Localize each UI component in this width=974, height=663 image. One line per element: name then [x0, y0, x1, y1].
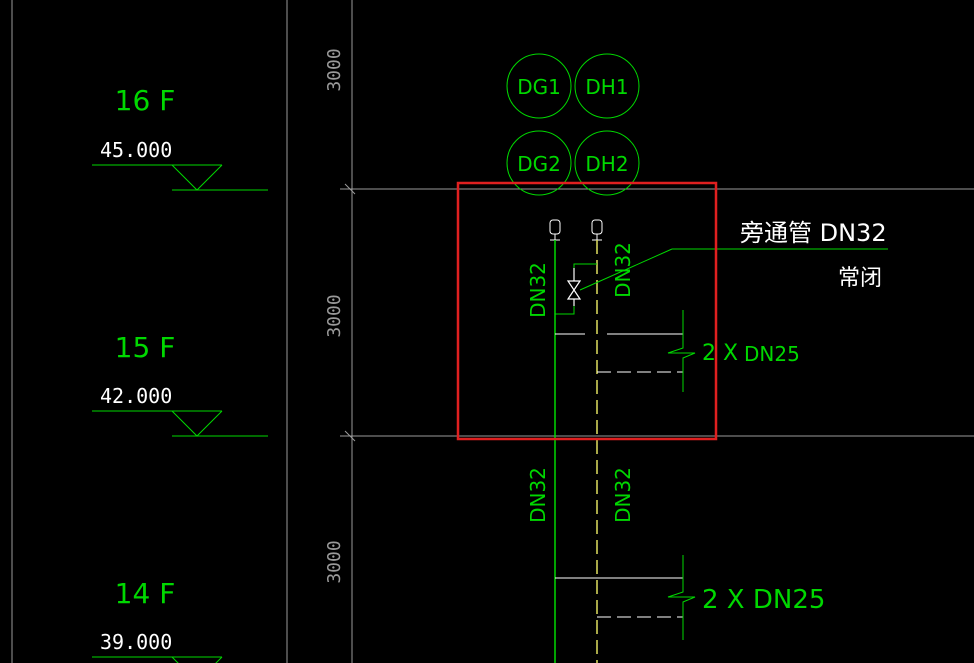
dimension-tick	[344, 430, 356, 442]
air-vent-icon	[591, 219, 603, 241]
elevation-value: 39.000	[100, 630, 172, 654]
pipe-size-label: DN32	[526, 467, 550, 523]
air-vent-icon	[549, 219, 561, 241]
pipe-size-label: DN32	[611, 242, 635, 298]
branch-label: 2 X DN25	[702, 585, 825, 615]
bypass-note: 旁通管 DN32	[740, 219, 887, 247]
elevation-triangle-icon	[171, 410, 223, 437]
svg-text:DG2: DG2	[517, 152, 561, 176]
branch-15f: 2 X DN25	[555, 310, 800, 392]
svg-text:DG1: DG1	[517, 75, 561, 99]
circle-tag: DH1	[574, 53, 640, 119]
dimension-text: 3000	[324, 540, 345, 583]
branch-size: DN25	[744, 342, 800, 366]
floor-label: 14 F	[115, 577, 176, 610]
elevation-triangle-icon	[171, 164, 223, 191]
floor-marker-16f: 16 F 45.000	[92, 84, 268, 191]
dimension-text: 3000	[324, 294, 345, 337]
floor-marker-15f: 15 F 42.000	[92, 331, 268, 437]
floor-label: 15 F	[115, 331, 176, 364]
svg-text:DH1: DH1	[585, 75, 628, 99]
circle-tag: DH2	[574, 130, 640, 196]
break-symbol-icon	[667, 310, 696, 392]
pipe-size-label: DN32	[611, 467, 635, 523]
bypass-pipe	[555, 263, 597, 315]
pipe-size-label: DN32	[526, 262, 550, 318]
branch-multiplier: 2 X	[702, 341, 738, 366]
branch-14f: 2 X DN25	[555, 555, 825, 640]
valve-icon	[566, 268, 582, 306]
circle-tag: DG2	[506, 130, 572, 196]
leader-line	[579, 248, 673, 291]
bypass-note-status: 常闭	[838, 266, 882, 291]
highlight-box	[456, 181, 718, 441]
elevation-triangle-icon	[171, 656, 223, 663]
dimension-tick	[344, 183, 356, 195]
dimension-text: 3000	[324, 48, 345, 91]
svg-text:DH2: DH2	[585, 152, 628, 176]
elevation-value: 42.000	[100, 384, 172, 408]
circle-tag: DG1	[506, 53, 572, 119]
break-symbol-icon	[667, 555, 696, 640]
elevation-value: 45.000	[100, 138, 172, 162]
floor-marker-14f: 14 F 39.000	[92, 577, 223, 663]
floor-label: 16 F	[115, 84, 176, 117]
